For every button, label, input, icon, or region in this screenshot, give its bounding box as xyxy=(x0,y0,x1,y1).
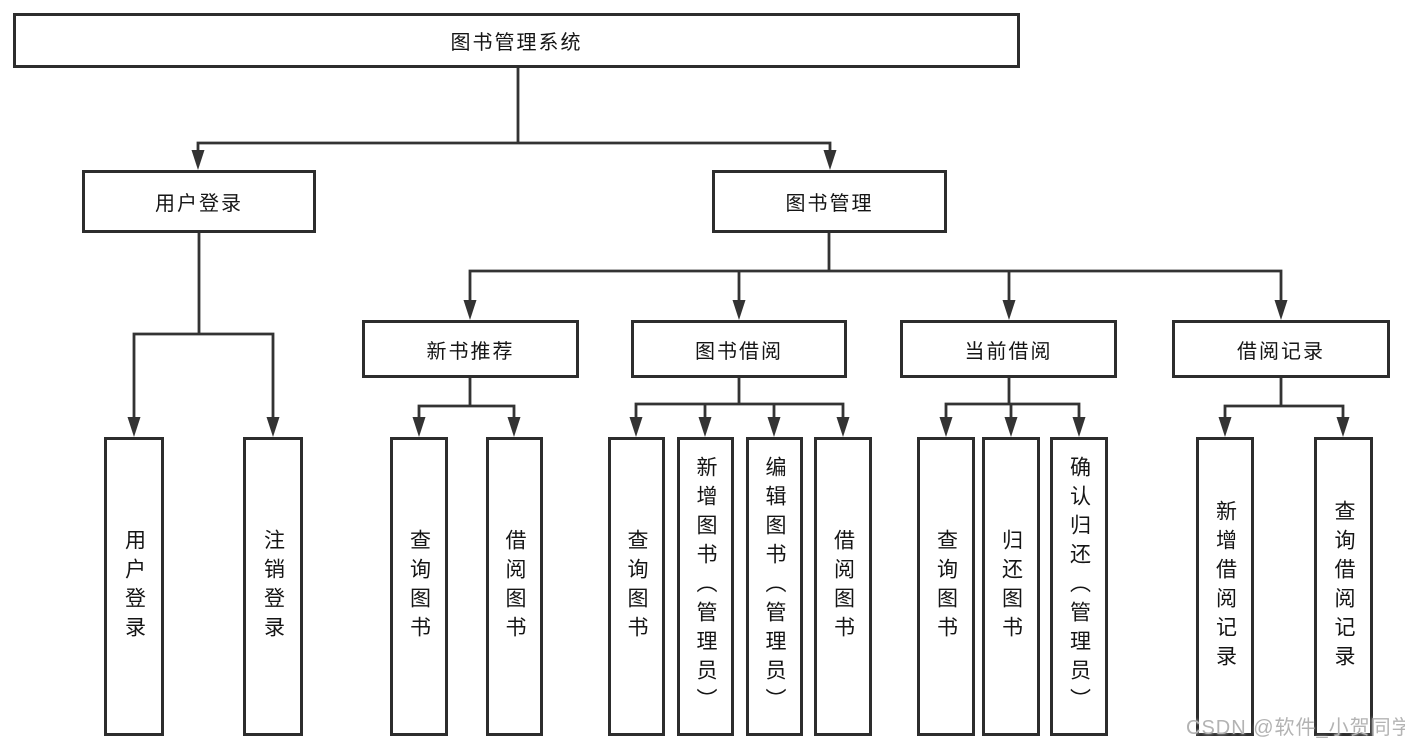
node-book-borrowing: 图书借阅 xyxy=(631,320,847,378)
node-leaf-borrow-books-recommend: 借阅图书 xyxy=(486,437,543,736)
node-leaf-query-borrow-record: 查询借阅记录 xyxy=(1314,437,1373,736)
watermark: CSDN @软件_小贺同学 xyxy=(1186,717,1405,739)
node-current-borrowing: 当前借阅 xyxy=(900,320,1117,378)
node-borrowing-records: 借阅记录 xyxy=(1172,320,1390,378)
connector-records-to-children xyxy=(1223,378,1345,421)
arrowheads xyxy=(127,150,1350,437)
connector-bookmgmt-to-level3 xyxy=(468,233,1283,304)
node-leaf-return-books: 归还图书 xyxy=(982,437,1040,736)
node-leaf-borrow-books: 借阅图书 xyxy=(814,437,872,736)
node-library-management-system: 图书管理系统 xyxy=(13,13,1020,68)
node-user-login: 用户登录 xyxy=(82,170,316,233)
node-leaf-edit-book-admin: 编辑图书（管理员） xyxy=(746,437,803,736)
connector-userlogin-to-children xyxy=(132,233,275,421)
node-leaf-logout: 注销登录 xyxy=(243,437,303,736)
connector-borrow-to-children xyxy=(634,378,845,421)
node-new-book-recommendation: 新书推荐 xyxy=(362,320,579,378)
connector-newbook-to-children xyxy=(417,378,516,421)
node-leaf-add-book-admin: 新增图书（管理员） xyxy=(677,437,734,736)
node-book-management: 图书管理 xyxy=(712,170,947,233)
node-leaf-confirm-return-admin: 确认归还（管理员） xyxy=(1050,437,1108,736)
node-leaf-query-books-borrow: 查询图书 xyxy=(608,437,665,736)
node-leaf-query-books-recommend: 查询图书 xyxy=(390,437,448,736)
connector-current-to-children xyxy=(944,378,1081,421)
node-leaf-add-borrow-record: 新增借阅记录 xyxy=(1196,437,1254,736)
node-leaf-query-books-current: 查询图书 xyxy=(917,437,975,736)
node-leaf-user-login: 用户登录 xyxy=(104,437,164,736)
connector-root-to-level2 xyxy=(196,68,832,154)
